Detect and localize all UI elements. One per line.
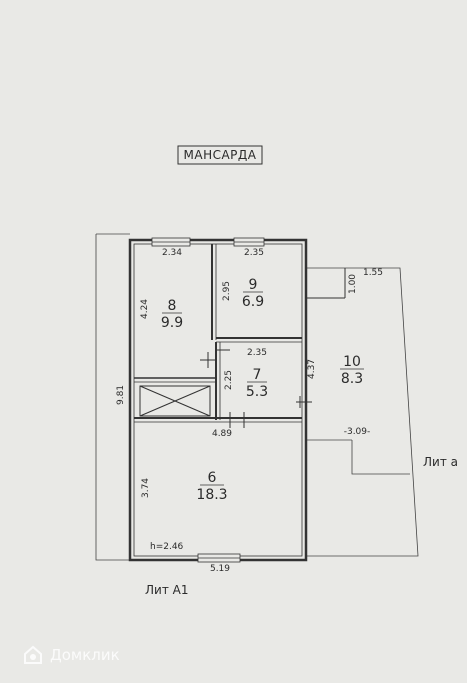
room-number: 10 <box>343 354 361 370</box>
room-7: 7 5.3 <box>246 367 268 400</box>
dim-bottom-width: 5.19 <box>210 564 230 574</box>
outline-lines <box>95 233 419 561</box>
dim-room7-top: 2.35 <box>247 348 267 358</box>
dim-overall-height: 9.81 <box>116 385 126 405</box>
door-marks <box>200 349 312 428</box>
walls <box>128 238 346 562</box>
room-area: 6.9 <box>242 294 264 310</box>
dim-step-h: 1.00 <box>348 274 358 294</box>
room-area: 18.3 <box>196 487 227 503</box>
room-area: 8.3 <box>341 371 363 387</box>
dim-room9-side: 2.95 <box>222 281 232 301</box>
dim-room6-top: 4.89 <box>212 429 232 439</box>
windows <box>151 237 265 563</box>
house-logo-icon <box>24 645 42 664</box>
room-number: 6 <box>208 470 217 486</box>
stair-cross <box>139 385 211 417</box>
lit-a-label: Лит а <box>423 455 458 469</box>
lit-a1-label: Лит А1 <box>145 583 188 597</box>
room-8: 8 9.9 <box>161 298 183 331</box>
watermark-text: Домклик <box>50 646 120 664</box>
room-number: 8 <box>168 298 177 314</box>
dim-step-w: 1.55 <box>363 268 383 278</box>
room-area: 5.3 <box>246 384 268 400</box>
dim-top-right: 2.35 <box>244 248 264 258</box>
room-6: 6 18.3 <box>196 470 227 503</box>
dim-room6-side: 3.74 <box>141 478 151 498</box>
room-area: 9.9 <box>161 315 183 331</box>
dim-right-side: 4.37 <box>307 359 317 379</box>
dim-room7-side: 2.25 <box>224 370 234 390</box>
dim-height-note: h=2.46 <box>150 542 184 552</box>
title-frame <box>177 145 263 165</box>
dim-ext-width: -3.09- <box>344 427 371 437</box>
room-number: 7 <box>253 367 262 383</box>
room-number: 9 <box>249 277 258 293</box>
room-9: 9 6.9 <box>242 277 264 310</box>
plan-title: МАНСАРДА <box>184 148 257 162</box>
room-10: 10 8.3 <box>340 354 364 387</box>
watermark: Домклик <box>22 644 120 666</box>
dim-room8-side: 4.24 <box>140 299 150 319</box>
dim-top-left: 2.34 <box>162 248 182 258</box>
